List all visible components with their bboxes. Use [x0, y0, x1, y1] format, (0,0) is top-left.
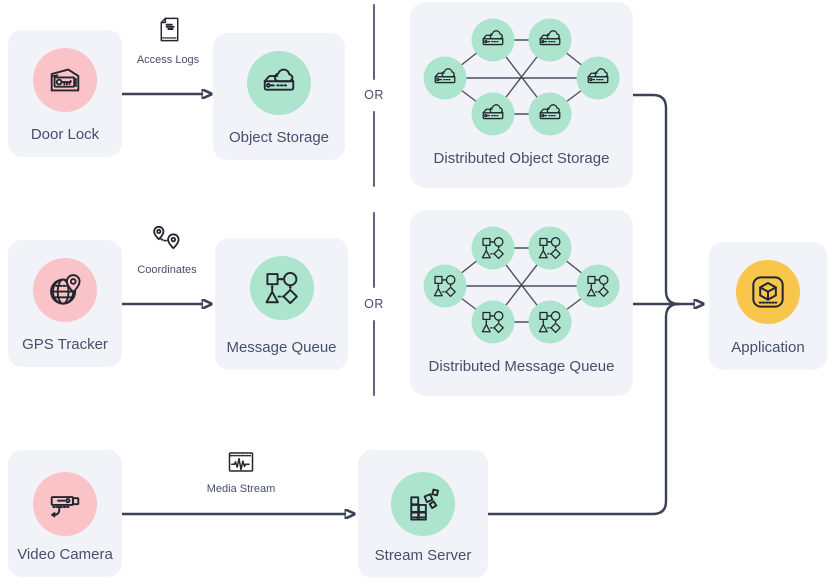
- message-queue-label: Message Queue: [226, 339, 337, 356]
- queue-cluster-graphic: [423, 226, 620, 344]
- document-icon: [155, 15, 184, 44]
- video-camera-circle: [33, 472, 97, 536]
- door-lock-circle: [33, 48, 97, 112]
- node-message-queue: Message Queue: [215, 238, 348, 370]
- object-storage-label: Object Storage: [228, 129, 330, 146]
- application-label: Application: [731, 339, 805, 356]
- media-stream-edge-label: Media Stream: [206, 483, 276, 495]
- gps-tracker-circle: [33, 258, 97, 322]
- waveform-icon: [226, 447, 256, 477]
- node-stream-server: Stream Server: [358, 450, 488, 578]
- node-object-storage: Object Storage: [213, 33, 345, 160]
- node-distributed-object-storage: Distributed Object Storage: [410, 2, 633, 188]
- application-circle: [736, 260, 800, 324]
- distributed-object-storage-label: Distributed Object Storage: [433, 150, 610, 167]
- stream-server-circle: [391, 472, 455, 536]
- coordinates-edge-label: Coordinates: [137, 264, 197, 276]
- distributed-message-queue-label: Distributed Message Queue: [428, 358, 615, 375]
- globe-pin-icon: [46, 271, 84, 309]
- application-cube-icon: [748, 272, 788, 312]
- message-queue-icon: [263, 269, 301, 307]
- map-pins-icon: [148, 222, 184, 258]
- or-separator-middle: OR: [364, 295, 384, 313]
- stream-server-label: Stream Server: [374, 547, 472, 564]
- object-storage-circle: [247, 51, 311, 115]
- access-logs-edge-label: Access Logs: [136, 54, 200, 66]
- object-storage-icon: [260, 64, 298, 102]
- connector-dos-to-trunk: [631, 93, 681, 306]
- video-camera-label: Video Camera: [17, 546, 113, 563]
- video-camera-icon: [46, 485, 84, 523]
- node-distributed-message-queue: Distributed Message Queue: [410, 210, 633, 396]
- door-lock-icon: [46, 61, 84, 99]
- node-gps-tracker: GPS Tracker: [8, 240, 122, 367]
- door-lock-label: Door Lock: [30, 126, 100, 143]
- or-separator-top: OR: [364, 86, 384, 104]
- node-video-camera: Video Camera: [8, 450, 122, 577]
- storage-cluster-graphic: [423, 18, 620, 136]
- gps-tracker-label: GPS Tracker: [22, 336, 108, 353]
- node-application: Application: [709, 242, 827, 370]
- message-queue-circle: [249, 256, 314, 320]
- node-door-lock: Door Lock: [8, 30, 122, 157]
- stream-server-icon: [404, 485, 442, 523]
